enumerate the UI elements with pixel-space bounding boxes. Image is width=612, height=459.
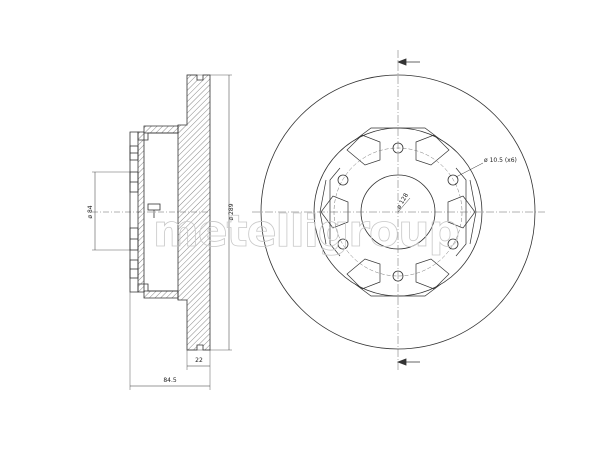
outer-diameter-label: ø 289 [228, 203, 235, 220]
disc-thickness-label: 22 [195, 357, 203, 364]
total-height-label: 84.5 [163, 377, 177, 384]
side-section-view [92, 74, 232, 390]
bolt-hole [337, 174, 349, 186]
bolt-hole [447, 238, 459, 250]
watermark-logo: metelligroup [153, 206, 459, 257]
hub-wall-hatch [137, 131, 145, 293]
hat-top-hatch [143, 125, 179, 134]
friction-ring-section [177, 74, 211, 351]
section-arrow-bottom [396, 358, 420, 366]
bolt-hole [447, 174, 459, 186]
bolt-detail-top [129, 145, 139, 161]
hub-hat-section [129, 125, 179, 300]
bolt-detail-mid-lower [129, 227, 139, 251]
section-arrow-top [396, 58, 420, 66]
front-view [252, 50, 545, 372]
bolt-detail-mid-upper [129, 171, 139, 193]
hat-bottom-hatch [143, 290, 179, 299]
center-bore-label: ø 84 [87, 205, 94, 218]
bolt-circle-leader [397, 197, 411, 213]
bolt-hole-label: ø 10.5 (x6) [484, 157, 517, 164]
bolt-hole-leader [455, 162, 484, 178]
bolt-hole [337, 238, 349, 250]
bolt-detail-bottom [129, 259, 139, 279]
